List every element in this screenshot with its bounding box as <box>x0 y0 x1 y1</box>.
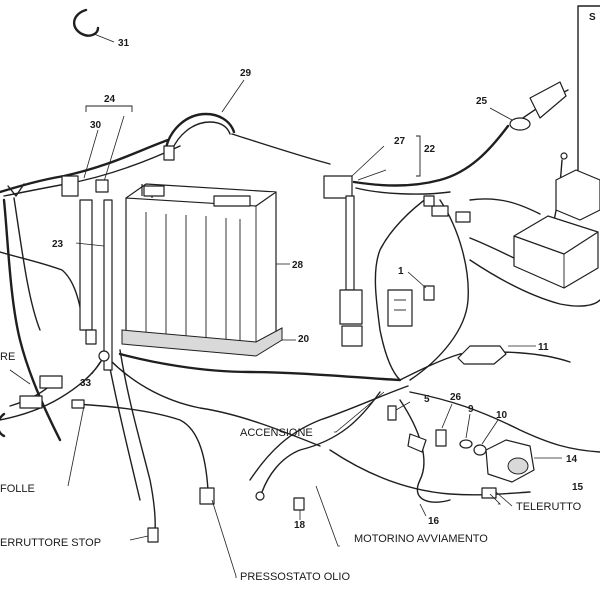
inset-frame: S <box>577 5 600 191</box>
callout-11: 11 <box>538 342 549 353</box>
connector-pair <box>423 195 471 223</box>
callout-1: 1 <box>398 266 404 277</box>
callout-24: 24 <box>104 94 116 105</box>
callout-30: 30 <box>90 120 102 131</box>
label-interruttore-stop: ERRUTTORE STOP <box>0 537 101 549</box>
callout-23: 23 <box>52 239 64 250</box>
part-16-cable-end <box>407 433 427 517</box>
part-24-bracket-marker <box>85 105 133 193</box>
callout-10: 10 <box>496 410 508 421</box>
callout-14: 14 <box>566 454 578 465</box>
regulator-unit <box>513 152 600 289</box>
label-re: RE <box>0 351 15 363</box>
label-teleruttore: TELERUTTO <box>516 501 582 513</box>
label-folle: FOLLE <box>0 483 35 495</box>
part-23-rod <box>75 199 113 371</box>
part-9-washer <box>459 413 473 449</box>
part-26-terminal <box>435 403 453 447</box>
part-15-terminal <box>481 487 513 507</box>
part-27-connector <box>323 135 421 347</box>
label-pressostato-olio: PRESSOSTATO OLIO <box>240 571 350 583</box>
part-33-connector <box>91 350 110 375</box>
callout-18: 18 <box>294 520 306 531</box>
part-1-fuse <box>387 271 435 327</box>
label-leaders <box>211 391 501 578</box>
part-29-clip <box>163 79 245 161</box>
label-motorino-avviamento: MOTORINO AVVIAMENTO <box>354 533 488 545</box>
callout-25: 25 <box>476 96 488 107</box>
callout-29: 29 <box>240 68 252 79</box>
callout-31: 31 <box>118 38 130 49</box>
part-28-battery <box>121 183 296 357</box>
part-31-clip <box>73 8 115 43</box>
callout-5: 5 <box>424 394 430 405</box>
callout-16: 16 <box>428 516 440 527</box>
callout-27: 27 <box>394 136 406 147</box>
part-11-bracket <box>457 345 536 365</box>
callout-22: 22 <box>424 144 436 155</box>
callout-9: 9 <box>468 404 474 415</box>
inset-letter: S <box>589 12 596 23</box>
callout-26: 26 <box>450 392 462 403</box>
part-5-bolt <box>387 401 411 421</box>
main-harness <box>0 89 600 541</box>
part-10-nut <box>473 419 499 456</box>
callout-20: 20 <box>298 334 310 345</box>
part-18-terminal <box>255 491 305 520</box>
part-14-relay <box>485 439 562 483</box>
callout-28: 28 <box>292 260 304 271</box>
callout-33: 33 <box>80 378 92 389</box>
label-accensione: ACCENSIONE <box>240 427 313 439</box>
left-connectors <box>0 183 215 543</box>
part-25-cable <box>489 81 567 131</box>
callout-15: 15 <box>572 482 584 493</box>
part-30-bracket <box>61 129 99 345</box>
